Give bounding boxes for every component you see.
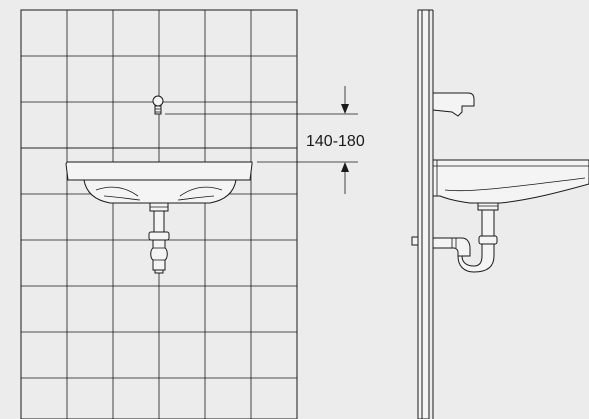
dimension-140-180: 140-180 <box>165 86 365 194</box>
wall-section-side <box>411 9 434 419</box>
dimension-label: 140-180 <box>306 133 365 150</box>
tile-wall-front <box>20 9 298 419</box>
washbasin-front <box>65 161 253 204</box>
washbasin-side <box>432 159 589 204</box>
sensor-bulb-icon <box>152 95 164 115</box>
tile-grid-vertical <box>66 10 252 419</box>
spout-side <box>432 92 475 117</box>
trap-front <box>148 202 170 274</box>
trap-side <box>432 202 499 273</box>
